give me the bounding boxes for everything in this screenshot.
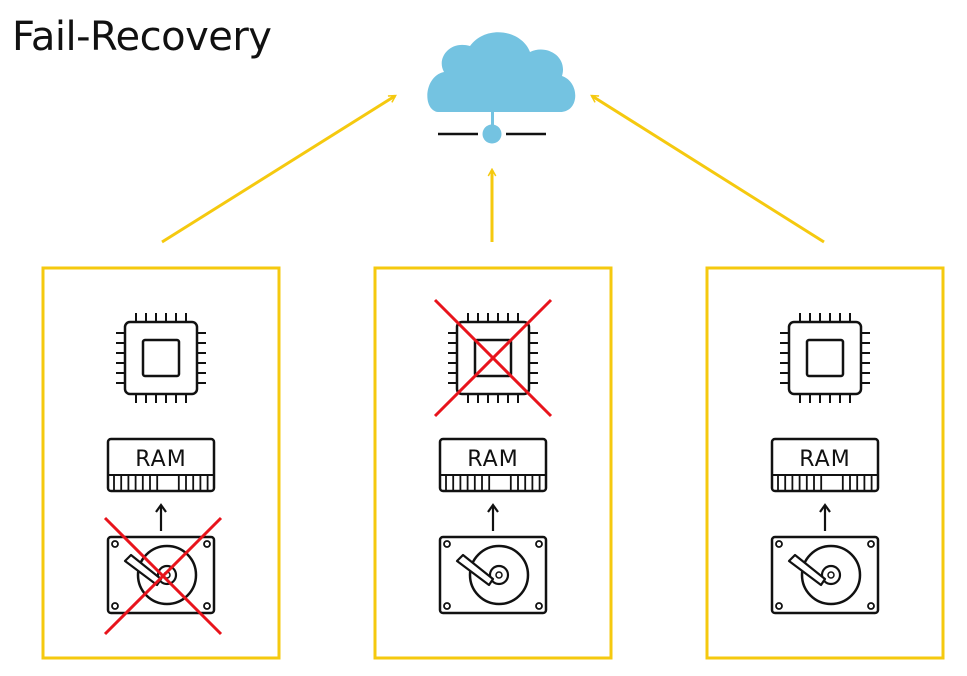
cpu-icon xyxy=(780,313,870,403)
ram-module: RAM xyxy=(770,437,880,493)
hard-disk-icon xyxy=(770,535,880,615)
disk-to-ram-arrow xyxy=(487,503,499,531)
server-node-3: RAM xyxy=(705,266,945,660)
failure-cross-icon xyxy=(103,516,223,636)
ram-module: RAM xyxy=(438,437,548,493)
node-box xyxy=(705,266,945,660)
node-box xyxy=(41,266,281,660)
failure-cross-icon xyxy=(433,298,553,418)
cloud-network-icon xyxy=(427,32,576,144)
hard-disk-icon xyxy=(106,535,216,615)
arrow-right-to-cloud xyxy=(592,94,825,244)
ram-label: RAM xyxy=(135,447,186,472)
hard-disk-icon xyxy=(438,535,548,615)
ram-label: RAM xyxy=(799,447,850,472)
node-box xyxy=(373,266,613,660)
cpu-icon xyxy=(448,313,538,403)
ram-module: RAM xyxy=(106,437,216,493)
disk-to-ram-arrow xyxy=(155,503,167,531)
disk-to-ram-arrow xyxy=(819,503,831,531)
cpu-icon xyxy=(116,313,206,403)
server-node-2: RAM xyxy=(373,266,613,660)
page-title: Fail-Recovery xyxy=(12,14,272,60)
server-node-1: RAM xyxy=(41,266,281,660)
arrow-left-to-cloud xyxy=(161,94,395,244)
ram-label: RAM xyxy=(467,447,518,472)
